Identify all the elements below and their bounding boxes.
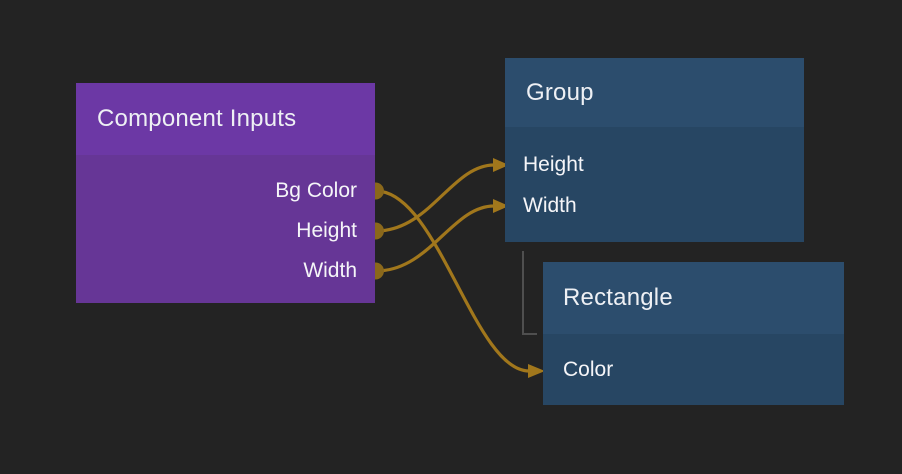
port-width-output[interactable]: Width [76, 251, 375, 291]
port-label: Color [563, 358, 614, 381]
node-rectangle-body: Color [543, 334, 844, 405]
node-component-inputs-body: Bg Color Height Width [76, 155, 375, 303]
node-rectangle[interactable]: Rectangle Color [543, 262, 844, 405]
wire-height-to-group-height[interactable] [375, 163, 495, 233]
port-width-input[interactable]: Width [505, 185, 804, 226]
port-label: Height [296, 219, 357, 242]
arrowhead-rectangle-color-input[interactable] [528, 364, 545, 378]
hierarchy-line-group-rectangle [522, 251, 537, 335]
node-group-header[interactable]: Group [505, 58, 804, 127]
node-component-inputs-header[interactable]: Component Inputs [76, 83, 375, 155]
node-rectangle-header[interactable]: Rectangle [543, 262, 844, 334]
node-group-body: Height Width [505, 127, 804, 242]
port-height-output[interactable]: Height [76, 211, 375, 251]
port-label: Bg Color [275, 179, 357, 202]
node-group[interactable]: Group Height Width [505, 58, 804, 242]
node-title: Component Inputs [97, 105, 297, 132]
node-component-inputs[interactable]: Component Inputs Bg Color Height Width [76, 83, 375, 303]
port-height-input[interactable]: Height [505, 144, 804, 185]
port-label: Width [523, 193, 577, 217]
port-bg-color-output[interactable]: Bg Color [76, 171, 375, 211]
node-title: Rectangle [563, 284, 673, 311]
arrowhead-group-height-input[interactable] [493, 158, 509, 172]
port-label: Width [303, 259, 357, 282]
arrowhead-group-width-input[interactable] [493, 199, 509, 213]
wire-bgcolor-to-rectangle-color[interactable] [375, 189, 530, 373]
port-color-input[interactable]: Color [543, 350, 844, 390]
wire-width-to-group-width[interactable] [375, 204, 495, 273]
node-title: Group [526, 78, 594, 106]
port-label: Height [523, 152, 584, 176]
